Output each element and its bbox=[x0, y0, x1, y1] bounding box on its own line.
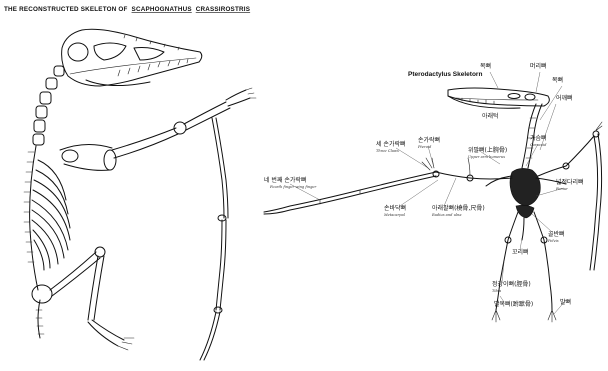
left-title: THE RECONSTRUCTED SKELETON OF SCAPHOGNAT… bbox=[4, 6, 250, 13]
radius-label-ko: 아래팔뼈(橈骨,尺骨) bbox=[432, 204, 485, 212]
digits-label-ko: 세 손가락뼈 bbox=[376, 140, 406, 148]
scaphognathus-shoulder bbox=[60, 144, 116, 170]
skull-label-ko: 목뼈 bbox=[480, 62, 491, 70]
femur-label-ko: 넓적다리뼈 bbox=[556, 178, 584, 186]
scaphognathus-neck bbox=[33, 66, 64, 145]
pelvis-label-en: Pelvis bbox=[547, 239, 559, 243]
radius-label-en: Radius and ulna bbox=[431, 213, 462, 217]
jaw-label-ko: 아래턱 bbox=[482, 112, 499, 120]
tibia-label-en: Tibia bbox=[492, 289, 501, 293]
humerus-label-ko: 위팔뼈(上腕骨) bbox=[468, 146, 507, 154]
scaphognathus-leg bbox=[32, 247, 134, 350]
pterodactylus-right-wing bbox=[538, 122, 602, 270]
pteroid-label-ko: 손가락뼈 bbox=[418, 136, 440, 144]
pelvis-label-ko: 골반뼈 bbox=[548, 230, 565, 238]
scaphognathus-ribs bbox=[32, 160, 70, 270]
scaphognathus-skull bbox=[62, 29, 202, 86]
metacarpal-label-en: Metacarpal bbox=[383, 213, 405, 217]
scapula-label-ko: 어깨뼈 bbox=[556, 94, 573, 102]
pterodactylus-skull bbox=[448, 88, 549, 108]
coracoid-label-en: Coracoid bbox=[530, 143, 547, 147]
neck-label-ko: 머리뼈 bbox=[530, 62, 547, 70]
metacarpal-label-ko: 손바닥뼈 bbox=[384, 204, 406, 212]
foot-label-ko: 발목뼈(跗蹠骨) bbox=[494, 300, 533, 308]
wing-finger-label-ko: 네 번째 손가락뼈 bbox=[264, 176, 306, 184]
scaphognathus-spine bbox=[24, 146, 38, 290]
cervical-label-ko: 목뼈 bbox=[552, 76, 563, 84]
right-title: Pterodactylus Skeletorn bbox=[408, 71, 482, 78]
digits-label-en: Three Claws bbox=[376, 149, 399, 153]
scaphognathus-arm bbox=[112, 88, 256, 360]
scaphognathus-skeleton bbox=[24, 29, 256, 360]
tibia-label-ko: 정강이뼈(脛骨) bbox=[492, 280, 531, 288]
femur-label-en: Femur bbox=[555, 187, 568, 191]
pteroid-label-en: Pteroid bbox=[417, 145, 432, 149]
